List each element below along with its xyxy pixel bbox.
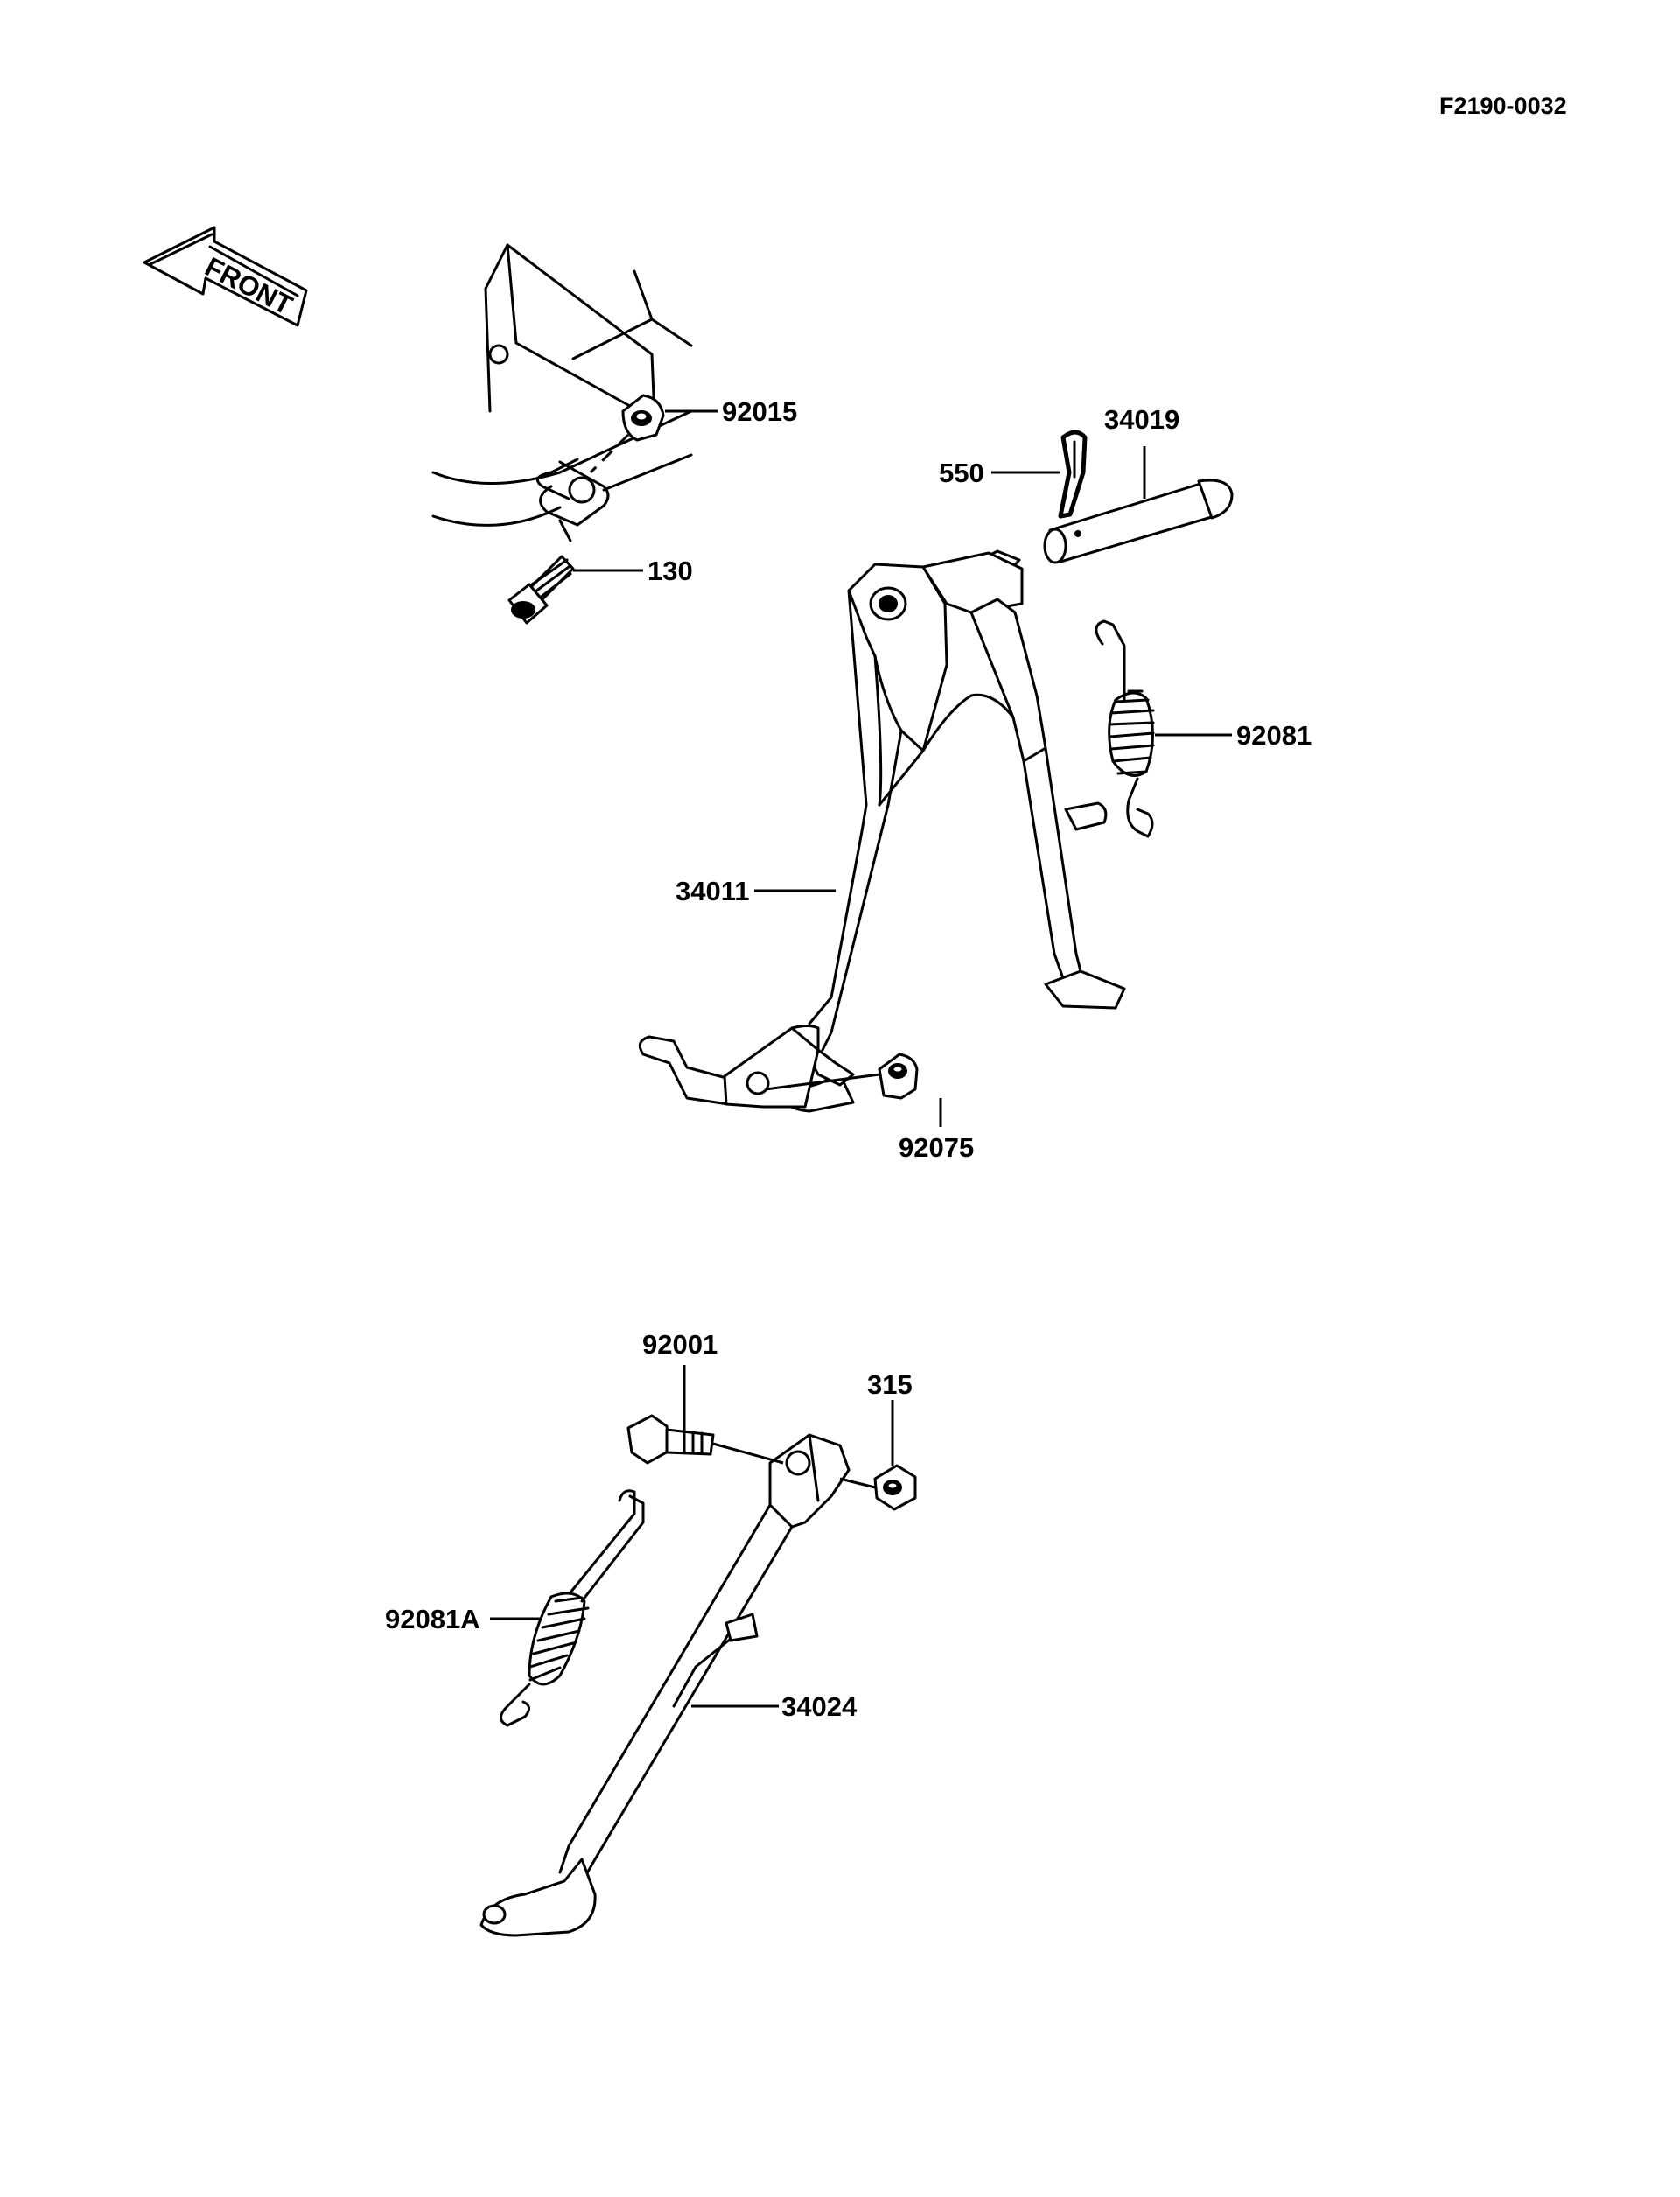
nut-axis-line — [839, 1477, 876, 1489]
callout-92075: 92075 — [899, 1132, 974, 1163]
callout-550: 550 — [939, 458, 984, 488]
callout-92001: 92001 — [642, 1329, 718, 1360]
callout-92081A: 92081A — [385, 1604, 480, 1634]
cotter-pin-550 — [1058, 430, 1088, 519]
callout-92015: 92015 — [722, 396, 797, 427]
leader-92075 — [765, 1073, 880, 1091]
center-stand-34011 — [638, 549, 1126, 1113]
callout-130: 130 — [648, 556, 693, 586]
callout-34024: 34024 — [781, 1691, 858, 1722]
bolt-92001 — [626, 1414, 715, 1465]
figure-code: F2190-0032 — [1439, 93, 1567, 119]
callout-34011: 34011 — [676, 876, 750, 906]
callout-315: 315 — [867, 1369, 913, 1400]
pivot-pin-34019 — [1043, 479, 1234, 564]
nut-92015 — [621, 394, 665, 442]
nut-315 — [873, 1464, 917, 1511]
front-direction-arrow-icon: FRONT — [143, 226, 308, 327]
frame-bracket — [431, 243, 693, 542]
callout-92081: 92081 — [1236, 720, 1312, 751]
spring-92081A — [500, 1489, 645, 1727]
bolt-130 — [508, 555, 575, 625]
callout-34019: 34019 — [1104, 404, 1180, 435]
side-stand-34024 — [480, 1433, 850, 1937]
bolt-axis-line — [712, 1442, 784, 1465]
spring-92081 — [1095, 619, 1155, 838]
fastener-path-line — [589, 433, 630, 474]
nut-92075 — [878, 1053, 919, 1100]
